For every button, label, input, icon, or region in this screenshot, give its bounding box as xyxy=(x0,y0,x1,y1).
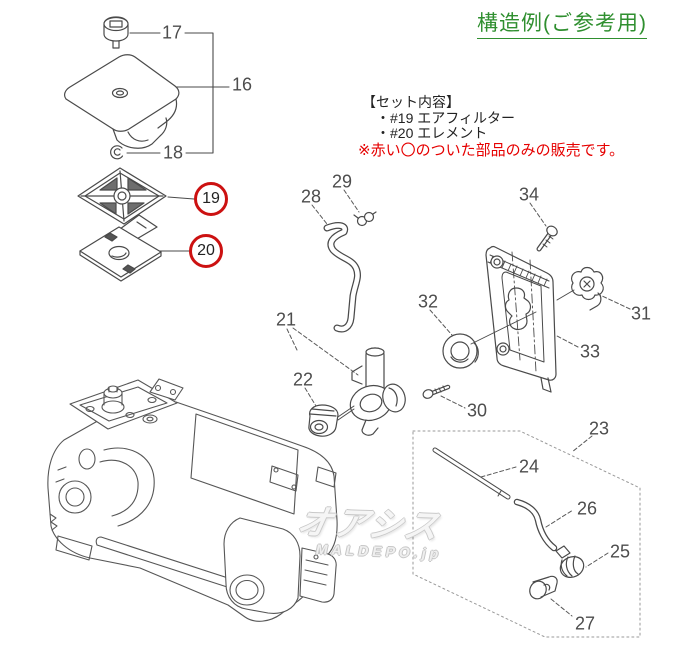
part-label-21: 21 xyxy=(275,309,297,330)
part-25-connector xyxy=(555,545,585,578)
part-label-22: 22 xyxy=(292,369,314,390)
highlight-leaders xyxy=(159,196,195,252)
part-26-hose xyxy=(513,498,558,552)
legend-heading: 【セット内容】 xyxy=(362,94,460,110)
page-title: 構造例(ご参考用) xyxy=(477,7,647,39)
part-label-32: 32 xyxy=(417,291,439,312)
part-label-26: 26 xyxy=(576,498,598,519)
part-17-knob xyxy=(103,16,129,49)
part-label-34: 34 xyxy=(518,184,540,205)
part-24-pipe xyxy=(432,447,511,500)
part-crankcase xyxy=(47,378,338,622)
set-contents-legend: 【セット内容】 ・#19 エアフィルター ・#20 エレメント ※赤い〇のついた… xyxy=(358,94,624,158)
part-label-19-highlighted: 19 xyxy=(194,182,228,216)
part-label-25: 25 xyxy=(609,541,631,562)
part-29-clamp xyxy=(353,211,377,227)
part-32-grommet xyxy=(442,311,537,369)
part-28-hose xyxy=(323,221,361,333)
leader-lines xyxy=(286,189,631,617)
legend-item-20: ・#20 エレメント xyxy=(376,125,488,141)
part-label-20-highlighted: 20 xyxy=(189,234,223,268)
part-30-screw xyxy=(422,384,451,399)
part-label-24: 24 xyxy=(518,456,540,477)
part-label-30: 30 xyxy=(466,400,488,421)
part-18-clip xyxy=(110,145,124,160)
option-box-23 xyxy=(412,430,641,638)
legend-item-19: ・#19 エアフィルター xyxy=(376,109,515,126)
part-label-31: 31 xyxy=(630,303,652,324)
part-label-27: 27 xyxy=(574,613,596,634)
part-label-17: 17 xyxy=(161,22,183,43)
part-label-16: 16 xyxy=(231,74,253,95)
legend-note: ※赤い〇のついた部品のみの販売です。 xyxy=(358,141,625,159)
part-21-carburetor xyxy=(331,347,406,436)
part-34-screw xyxy=(536,225,558,252)
part-31-knob xyxy=(556,266,604,311)
part-label-33: 33 xyxy=(579,341,601,362)
part-label-18: 18 xyxy=(162,142,184,163)
part-label-28: 28 xyxy=(300,186,322,207)
part-33-cover-plate xyxy=(485,245,557,393)
part-16-cover xyxy=(64,54,180,149)
part-22-sleeve xyxy=(308,404,339,437)
part-label-23: 23 xyxy=(588,418,610,439)
part-label-29: 29 xyxy=(331,171,353,192)
part-27-filter xyxy=(529,575,558,600)
bracket-lines xyxy=(126,32,230,154)
part-20-element xyxy=(79,226,162,282)
